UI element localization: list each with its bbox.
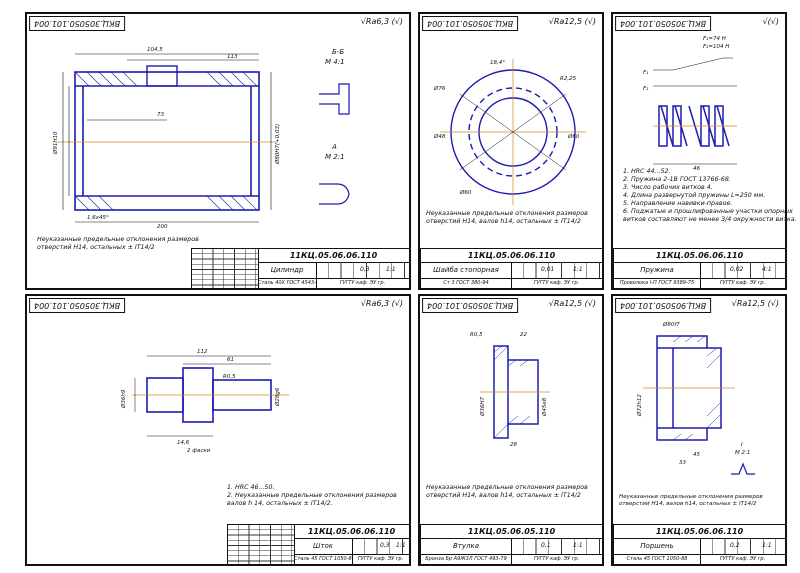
svg-text:Ø45e8: Ø45e8: [541, 397, 548, 417]
bushing-drawing: R0,5 22 28 Ø36H7 Ø45e8: [470, 332, 550, 448]
material: Проволока I-П ГОСТ 9389-75: [614, 278, 701, 288]
organization: ГУГТУ каф. ЭУ гр.: [533, 280, 580, 286]
svg-text:28: 28: [510, 442, 517, 448]
svg-text:Ø28g6: Ø28g6: [274, 387, 281, 407]
svg-text:14,6: 14,6: [177, 440, 190, 446]
roughness-mark: √(√): [762, 17, 779, 26]
doc-number: 11КЦ.05.06.06.110: [294, 525, 409, 539]
tech-note: Неуказанные предельные отклонения размер…: [37, 236, 199, 251]
organization: ГУГТУ каф. ЭУ гр.: [719, 280, 766, 286]
svg-text:R2,25: R2,25: [560, 76, 577, 82]
roughness-mark: √Ra6,3 (√): [360, 17, 403, 26]
tech-note: Неуказанные предельные отклонения размер…: [426, 484, 588, 499]
svg-text:Ø72h12: Ø72h12: [636, 394, 643, 417]
svg-text:Ø36h9: Ø36h9: [120, 389, 127, 409]
svg-text:61: 61: [227, 357, 234, 363]
svg-text:Ø48: Ø48: [433, 133, 446, 140]
material: Сталь 40Х ГОСТ 4543-71: [258, 278, 317, 288]
part-name: Шайба стопорная: [421, 262, 512, 279]
tech-note: 1. НRС 46...50.2. Неуказанные предельные…: [227, 484, 397, 507]
roughness-mark: √Ra12,5 (√): [731, 299, 779, 308]
organization: ГУГТУ каф. ЭУ гр.: [533, 556, 580, 562]
spring-drawing: F₁=74 Н F₂=104 Н F₁ F₂ 46: [643, 36, 737, 172]
svg-text:Ø76: Ø76: [433, 85, 446, 92]
cylinder-drawing: 104,5 113 73 200 1,6x45° Ø91Н10 Ø80Н7(+0,03…: [52, 47, 350, 230]
scale-label: М 2:1: [325, 153, 345, 161]
scale-label: М 4:1: [325, 58, 345, 66]
doc-number: 11КЦ.05.06.06.110: [258, 249, 409, 263]
part-name: Пружина: [614, 262, 701, 279]
doc-number: 11КЦ.05.06.06.110: [614, 525, 785, 539]
svg-text:F₁: F₁: [643, 70, 648, 76]
svg-text:18,4°: 18,4°: [490, 60, 505, 66]
svg-text:Ø60: Ø60: [567, 133, 580, 140]
tech-note: 1. НRС 44...52.2. Пружина 2-1В ГОСТ 1376…: [623, 168, 797, 223]
svg-text:22: 22: [520, 332, 527, 338]
piston-drawing: Ø80f7 45 33 Ø72h12 I М 2:1: [636, 321, 755, 475]
detail-label: I: [741, 442, 743, 448]
svg-text:33: 33: [679, 460, 686, 466]
material: Сталь 45 ГОСТ 1050-88: [614, 554, 701, 564]
svg-text:Ø36H7: Ø36H7: [479, 397, 486, 417]
tech-note: Неуказанные предельные отклонения размер…: [426, 210, 588, 225]
material: Ст 3 ГОСТ 380-94: [421, 278, 512, 288]
svg-text:113: 113: [227, 54, 238, 60]
svg-text:Ø60: Ø60: [459, 189, 472, 196]
svg-text:46: 46: [693, 166, 700, 172]
svg-text:Ø91Н10: Ø91Н10: [52, 131, 59, 155]
organization: ГУГТУ каф. ЭУ гр.: [357, 556, 404, 562]
svg-text:104,5: 104,5: [147, 47, 163, 53]
svg-text:112: 112: [197, 349, 208, 355]
scale-label: М 2:1: [735, 450, 750, 456]
roughness-mark: √Ra12,5 (√): [548, 299, 596, 308]
svg-text:73: 73: [157, 112, 164, 118]
view-label: А: [331, 143, 337, 151]
svg-text:2 фаски: 2 фаски: [187, 448, 211, 454]
view-label: Б-Б: [332, 48, 344, 56]
material: Бронза Бр А9Ж3Л ГОСТ 493-79: [421, 554, 512, 564]
svg-text:200: 200: [157, 224, 168, 230]
part-name: Цилиндр: [258, 262, 317, 279]
roughness-mark: √Ra6,3 (√): [360, 299, 403, 308]
organization: ГУГТУ каф. ЭУ гр.: [719, 556, 766, 562]
svg-text:F₁=74 Н: F₁=74 Н: [703, 36, 726, 42]
material: Сталь 45 ГОСТ 1050-88: [294, 554, 353, 564]
part-name: Шток: [294, 538, 353, 555]
part-name: Втулка: [421, 538, 512, 555]
doc-number: 11КЦ.05.06.06.110: [421, 249, 602, 263]
doc-number: 11КЦ.05.06.05.110: [421, 525, 602, 539]
organization: ГУГТУ каф. ЭУ гр.: [339, 280, 386, 286]
roughness-mark: √Ra12,5 (√): [548, 17, 596, 26]
svg-text:R0,5: R0,5: [470, 332, 483, 338]
tech-note: Неуказанные предельные отклонения размер…: [619, 494, 763, 507]
svg-text:F₂: F₂: [643, 86, 649, 92]
svg-text:R0,5: R0,5: [223, 374, 236, 380]
svg-text:Ø80Н7(+0,03): Ø80Н7(+0,03): [274, 124, 281, 165]
svg-text:F₂=104 Н: F₂=104 Н: [703, 44, 729, 50]
svg-text:Ø80f7: Ø80f7: [662, 321, 680, 328]
drawing-sheet-lock-washer: ВКЦ.305050.101.004 √Ra12,5 (√) 18,4°R2,2…: [418, 12, 604, 290]
svg-text:45: 45: [693, 452, 700, 458]
doc-number: 11КЦ.05.06.06.110: [614, 249, 785, 263]
svg-text:1,6x45°: 1,6x45°: [87, 215, 109, 221]
part-name: Поршень: [614, 538, 701, 555]
